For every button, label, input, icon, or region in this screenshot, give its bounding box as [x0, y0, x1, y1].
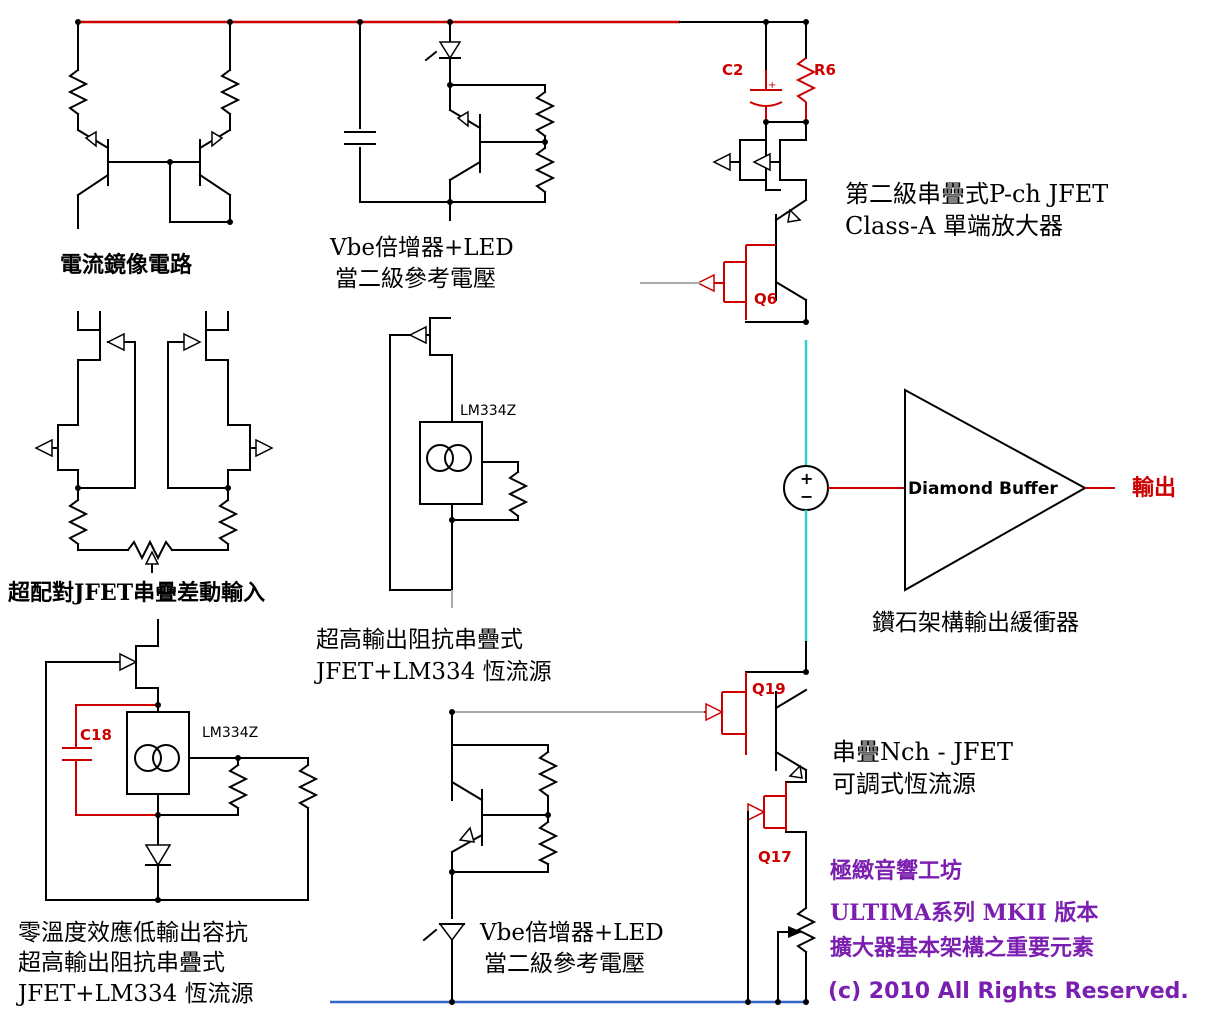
- lm334-bot-label: LM334Z: [202, 725, 258, 741]
- vbe-bot-label-2: 當二級參考電壓: [484, 951, 645, 977]
- low-cs-label-3: JFET+LM334 恆流源: [16, 981, 254, 1007]
- second-stage-pch: [640, 19, 817, 325]
- brand-line-1: 極緻音響工坊: [830, 858, 962, 884]
- differential-input: [34, 311, 274, 573]
- cs-mid-label-1: 超高輸出阻抗串疊式: [316, 627, 523, 653]
- diamond-caption: 鑽石架構輸出緩衝器: [872, 610, 1079, 636]
- copyright: (c) 2010 All Rights Reserved.: [828, 979, 1189, 1004]
- brand-line-2: ULTIMA系列 MKII 版本: [830, 900, 1098, 926]
- q19-label: Q19: [752, 680, 786, 698]
- low-cs-circuit: [45, 619, 319, 903]
- vbe-top-label-1: Vbe倍增器+LED: [329, 235, 514, 261]
- current-mirror-label: 電流鏡像電路: [60, 252, 193, 278]
- low-cs-label-2: 超高輸出阻抗串疊式: [18, 950, 225, 976]
- vbe-bot-label-1: Vbe倍增器+LED: [479, 920, 664, 946]
- diff-input-label: 超配對JFET串疊差動輸入: [8, 580, 265, 606]
- current-source-mid: [389, 317, 529, 608]
- r6-label: R6: [814, 61, 836, 79]
- plus-sign: +: [800, 469, 813, 488]
- vbe-top-label-2: 當二級參考電壓: [335, 266, 496, 292]
- second-stage-label-1: 第二級串疊式P-ch JFET: [845, 180, 1108, 208]
- minus-sign: −: [800, 487, 813, 506]
- q17-label: Q17: [758, 848, 792, 866]
- output-label: 輸出: [1132, 475, 1176, 501]
- cs-mid-label-2: JFET+LM334 恆流源: [314, 659, 552, 685]
- brand-line-3: 擴大器基本架構之重要元素: [830, 935, 1094, 961]
- second-stage-label-2: Class-A 單端放大器: [845, 212, 1063, 240]
- cascode-nch-label-2: 可調式恆流源: [832, 770, 976, 798]
- cascode-nch-label-1: 串疊Nch - JFET: [832, 738, 1013, 766]
- q6-label: Q6: [754, 290, 777, 308]
- current-mirror-circuit: [67, 19, 241, 229]
- vbe-multiplier-top: [344, 19, 556, 221]
- diamond-buffer-label: Diamond Buffer: [908, 479, 1058, 499]
- diamond-buffer-block: [783, 340, 1115, 642]
- c18-label: C18: [80, 726, 112, 744]
- lm334-top-label: LM334Z: [460, 403, 516, 419]
- c2-label: C2: [722, 61, 743, 79]
- low-cs-label-1: 零溫度效應低輸出容抗: [18, 920, 248, 946]
- cap-plus-sign: +: [768, 80, 776, 91]
- vbe-multiplier-bottom: [422, 709, 559, 1005]
- cascode-nch: [452, 641, 817, 1005]
